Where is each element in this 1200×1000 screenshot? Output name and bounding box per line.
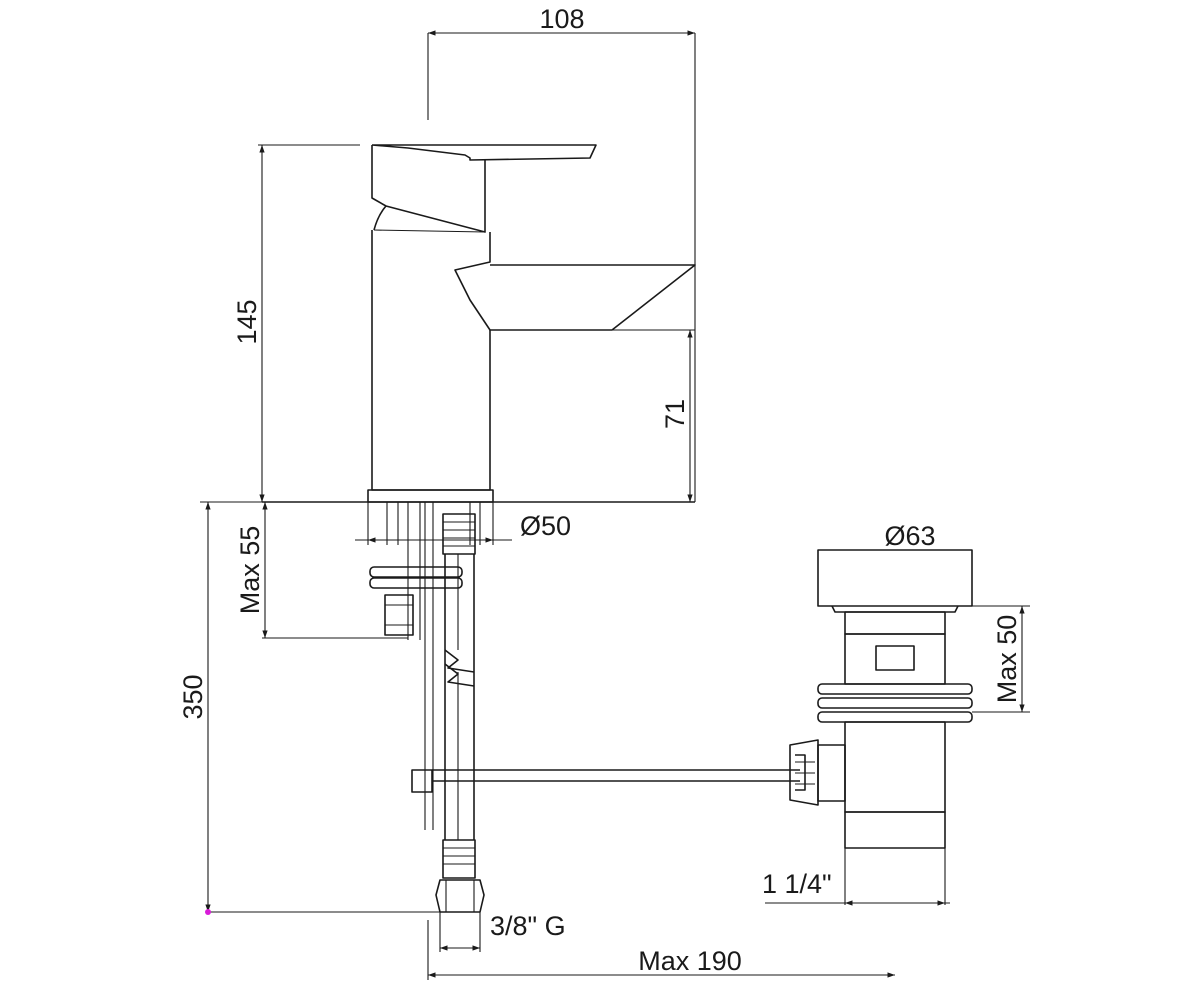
dim-waste-diameter-label: Ø63 (884, 521, 935, 551)
dim-max-deck: Max 55 (235, 502, 408, 639)
mounting-assembly (369, 502, 800, 913)
dim-height-label: 145 (232, 299, 262, 344)
dim-max-deck-label: Max 55 (235, 526, 265, 615)
dim-waste-thread-label: 1 1/4" (762, 869, 832, 899)
dim-base-diameter: Ø50 (355, 502, 571, 545)
dim-hose-length: 350 (178, 501, 440, 915)
dim-base-diameter-label: Ø50 (520, 511, 571, 541)
dim-overall-width: 108 (427, 4, 696, 502)
dim-waste-diameter: Ø63 (884, 521, 935, 551)
dim-hose-length-label: 350 (178, 674, 208, 719)
dim-hose-connection-label: 3/8" G (490, 911, 566, 941)
waste-assembly (789, 549, 973, 905)
faucet-body (367, 144, 696, 503)
dim-hose-connection: 3/8" G (439, 911, 566, 952)
dim-max-distance: Max 190 (427, 920, 895, 980)
dim-waste-thread: 1 1/4" (762, 869, 950, 906)
dim-spout-height: 71 (612, 329, 695, 502)
dim-height: 145 (232, 144, 360, 502)
dim-waste-max: Max 50 (945, 605, 1030, 713)
dim-max-distance-label: Max 190 (638, 946, 742, 976)
dim-overall-width-label: 108 (539, 4, 584, 34)
datum-marker (205, 909, 211, 915)
dim-spout-height-label: 71 (660, 399, 690, 429)
dim-waste-max-label: Max 50 (992, 615, 1022, 704)
